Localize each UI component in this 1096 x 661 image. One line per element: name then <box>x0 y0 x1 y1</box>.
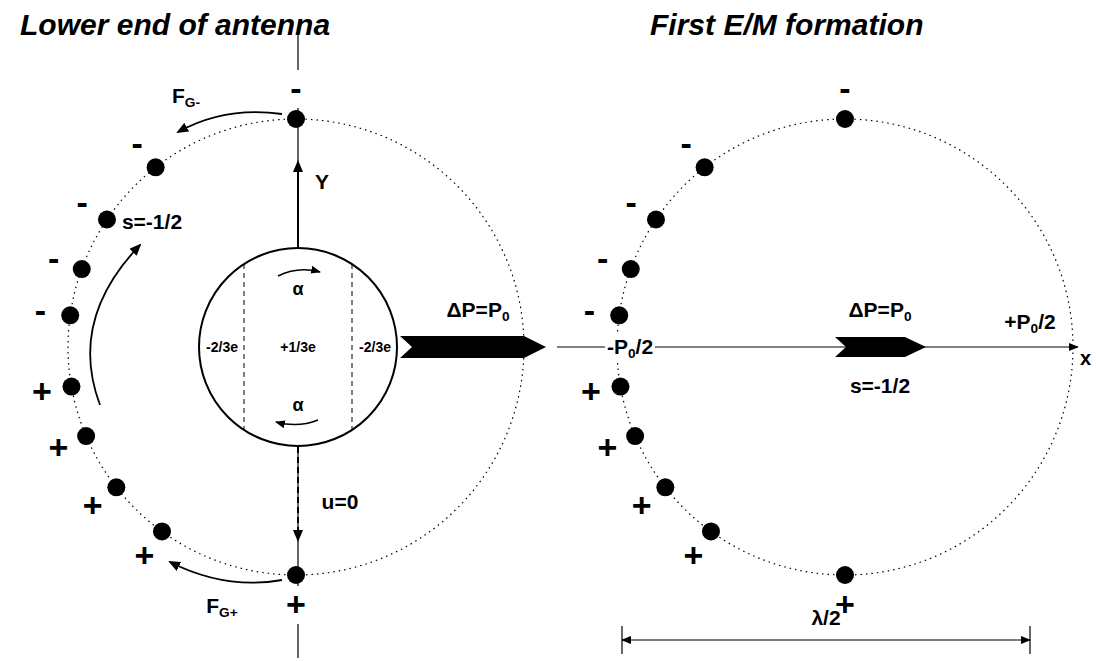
panel-heading: First E/M formation <box>648 8 925 41</box>
annotation: +P0/2 <box>1002 310 1057 333</box>
annotation: ΔP=P0 <box>445 298 512 321</box>
annotation: -P0/2 <box>605 335 655 358</box>
charge-dot <box>61 306 79 324</box>
rotation-arrow <box>278 270 320 276</box>
spin-arrow <box>90 245 140 405</box>
panel-heading: Lower end of antenna <box>18 8 332 41</box>
y-arrow <box>297 162 299 247</box>
charge-sign: - <box>130 125 143 162</box>
charge-dot <box>107 478 125 496</box>
momentum-chevron <box>400 336 546 358</box>
charge-sign: - <box>75 184 88 221</box>
dimension-line <box>622 639 1030 640</box>
momentum-chevron <box>835 337 926 357</box>
charge-dot <box>610 306 628 324</box>
charge-sign: + <box>48 429 70 466</box>
charge-sign: + <box>133 537 155 574</box>
u-arrow <box>297 447 299 540</box>
charge-fraction: +1/3e <box>280 339 315 355</box>
antenna-axis <box>297 447 298 658</box>
charge-dot <box>77 427 95 445</box>
dimension-tick <box>621 626 622 654</box>
rotation-arrow <box>276 420 318 425</box>
annotation: x <box>1078 347 1093 369</box>
charge-dot <box>836 566 854 584</box>
charge-sign: + <box>631 487 653 524</box>
annotation: ΔP=P0 <box>847 298 914 321</box>
charge-sign: + <box>31 373 53 410</box>
charge-sign: + <box>597 429 619 466</box>
charge-dot <box>153 522 171 540</box>
charge-sign: + <box>580 373 602 410</box>
charge-dot <box>836 110 854 128</box>
annotation: u=0 <box>320 490 361 513</box>
charge-sign: + <box>82 487 104 524</box>
charge-dot <box>626 427 644 445</box>
charge-sign: - <box>596 240 609 277</box>
annotation: Y <box>313 170 331 193</box>
annotation: α <box>290 280 305 300</box>
antenna-axis <box>297 28 298 247</box>
annotation: FG- <box>170 84 202 107</box>
charge-dot <box>647 211 665 229</box>
charge-dot <box>622 260 640 278</box>
charge-dot <box>656 478 674 496</box>
annotation: α <box>290 396 305 416</box>
charge-sign: - <box>583 292 596 329</box>
charge-fraction: -2/3e <box>359 339 391 355</box>
charge-dot <box>73 260 91 278</box>
charge-dot <box>287 566 305 584</box>
charge-dot <box>98 211 116 229</box>
charge-sign: - <box>679 125 692 162</box>
charge-fraction: -2/3e <box>206 339 238 355</box>
charge-dot <box>287 110 305 128</box>
charge-dot <box>696 158 714 176</box>
charge-dot <box>147 158 165 176</box>
annotation: FG+ <box>204 594 239 617</box>
charge-sign: + <box>682 537 704 574</box>
charge-sign: - <box>289 70 302 107</box>
force-arrow <box>170 562 282 583</box>
charge-sign: - <box>34 292 47 329</box>
charge-sign: - <box>47 240 60 277</box>
charge-dot <box>62 378 80 396</box>
annotation: s=-1/2 <box>120 210 184 233</box>
charge-sign: - <box>624 184 637 221</box>
force-arrow <box>178 112 282 132</box>
annotation: λ/2 <box>809 606 842 629</box>
annotation: s=-1/2 <box>848 374 912 397</box>
charge-dot <box>611 378 629 396</box>
charge-dot <box>702 522 720 540</box>
charge-sign: - <box>838 70 851 107</box>
dimension-tick <box>1029 626 1030 654</box>
charge-sign: + <box>285 586 307 623</box>
particle-circle: -2/3e +1/3e -2/3e <box>198 247 398 447</box>
